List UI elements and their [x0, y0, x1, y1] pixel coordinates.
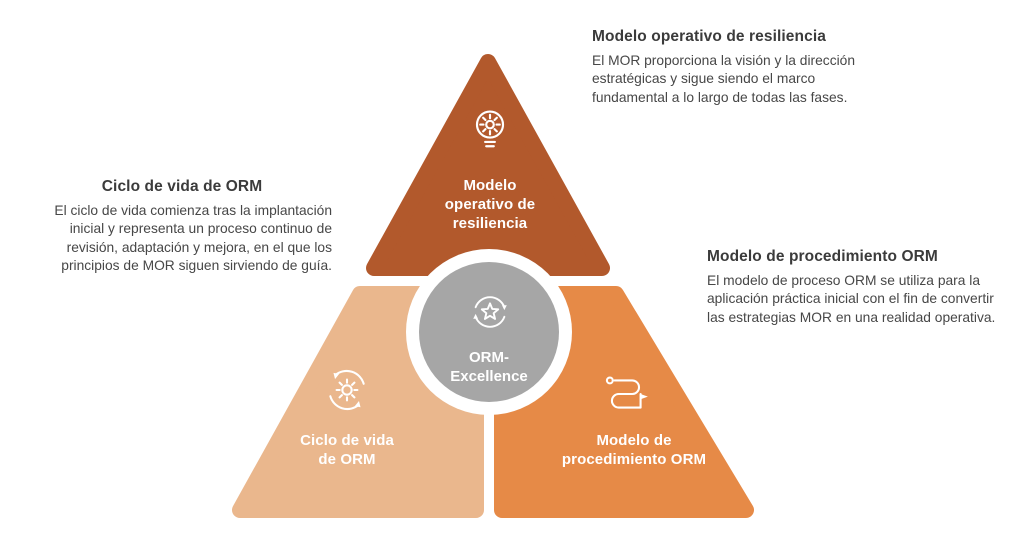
segment-top: [366, 54, 610, 276]
arrowhead: [501, 305, 507, 311]
flag: [640, 394, 648, 400]
annotation-right-body: El modelo de proceso ORM se utiliza para…: [707, 273, 996, 325]
annotation-right: Modelo de procedimiento ORM El modelo de…: [707, 248, 1012, 327]
annotation-left: Ciclo de vida de ORM El ciclo de vida co…: [32, 178, 332, 275]
star-cycle-icon: [473, 296, 507, 328]
process-flow-flag-icon: [605, 376, 648, 409]
annotation-left-title: Ciclo de vida de ORM: [101, 178, 263, 195]
arrowhead: [354, 400, 361, 408]
arrowhead: [333, 372, 340, 380]
annotation-top-right-title: Modelo operativo de resiliencia: [592, 28, 826, 45]
arrowhead: [473, 313, 479, 319]
segment-bottom-right-label: Modelo de procedimiento ORM: [561, 432, 707, 469]
segment-bottom-left-label: Ciclo de vida de ORM: [300, 432, 394, 469]
center-label: ORM- Excellence: [450, 349, 528, 385]
segment-top-label: Modelo operativo de resiliencia: [444, 177, 536, 233]
annotation-left-body: El ciclo de vida comienza tras la implan…: [54, 203, 332, 274]
center-circle: [419, 262, 559, 402]
gear-refresh-icon: [329, 369, 365, 411]
annotation-top-right-body: El MOR proporciona la visión y la direcc…: [592, 53, 856, 105]
annotation-top-right: Modelo operativo de resiliencia El MOR p…: [592, 28, 887, 107]
triangle-diagram: [232, 54, 754, 518]
bulb-gear-icon: [475, 110, 505, 148]
annotation-right-title: Modelo de procedimiento ORM: [707, 248, 938, 265]
